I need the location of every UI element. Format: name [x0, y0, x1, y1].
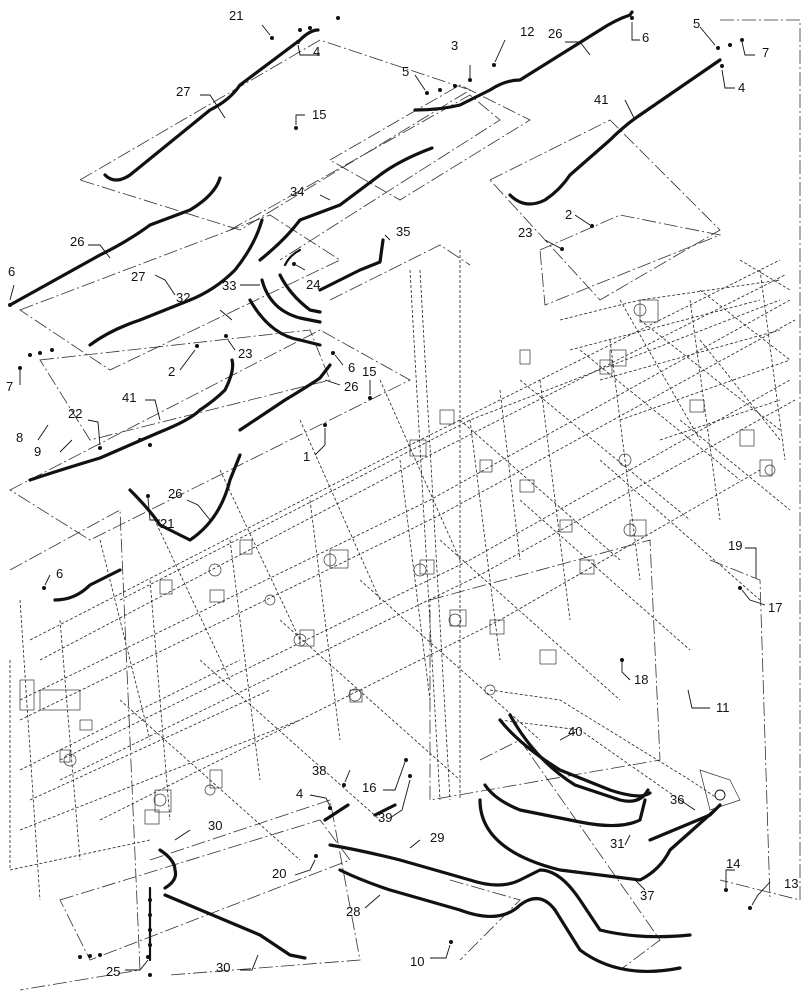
- callout-label: 34: [290, 184, 304, 199]
- callout-label: 39: [378, 810, 392, 825]
- callout-label: 7: [6, 379, 13, 394]
- callout-label: 41: [122, 390, 136, 405]
- callout-label: 33: [222, 278, 236, 293]
- callout-label: 5: [693, 16, 700, 31]
- callout-label: 14: [726, 856, 740, 871]
- callout-label: 9: [34, 444, 41, 459]
- callout-label: 30: [208, 818, 222, 833]
- callout-label: 23: [518, 225, 532, 240]
- machine-frame: [9, 250, 796, 901]
- group-boundaries: [9, 19, 801, 991]
- callout-label: 2: [565, 207, 572, 222]
- callout-label: 17: [768, 600, 782, 615]
- callout-label: 10: [410, 954, 424, 969]
- callout-label: 5: [402, 64, 409, 79]
- callout-label: 3: [451, 38, 458, 53]
- callout-label: 37: [640, 888, 654, 903]
- callout-label: 26: [70, 234, 84, 249]
- callout-label: 25: [106, 964, 120, 979]
- callout-label: 15: [312, 107, 326, 122]
- callout-label: 23: [238, 346, 252, 361]
- callout-label: 35: [396, 224, 410, 239]
- callout-label: 26: [344, 379, 358, 394]
- callout-label: 19: [728, 538, 742, 553]
- callout-label: 27: [176, 84, 190, 99]
- callout-label: 18: [634, 672, 648, 687]
- callout-label: 32: [176, 290, 190, 305]
- callout-label: 41: [594, 92, 608, 107]
- hose-assemblies: [8, 10, 722, 974]
- callout-label: 6: [642, 30, 649, 45]
- callout-label: 4: [296, 786, 303, 801]
- callout-label: 21: [229, 8, 243, 23]
- leaders: [8, 16, 771, 977]
- callout-label: 1: [303, 449, 310, 464]
- callout-label: 8: [16, 430, 23, 445]
- callout-label: 7: [762, 45, 769, 60]
- callout-label: 13: [784, 876, 798, 891]
- callout-label: 21: [160, 516, 174, 531]
- callout-label: 30: [216, 960, 230, 975]
- callout-label: 15: [362, 364, 376, 379]
- callout-label: 2: [168, 364, 175, 379]
- callout-label: 6: [56, 566, 63, 581]
- callout-label: 24: [306, 277, 320, 292]
- callout-label: 26: [168, 486, 182, 501]
- callout-label: 11: [716, 700, 730, 715]
- callout-label: 22: [68, 406, 82, 421]
- callout-label: 40: [568, 724, 582, 739]
- callout-label: 38: [312, 763, 326, 778]
- callout-label: 27: [131, 269, 145, 284]
- callout-label: 4: [313, 44, 320, 59]
- callout-label: 20: [272, 866, 286, 881]
- callout-label: 6: [348, 360, 355, 375]
- callout-label: 4: [738, 80, 745, 95]
- callout-label: 16: [362, 780, 376, 795]
- callout-label: 31: [610, 836, 624, 851]
- callout-label: 28: [346, 904, 360, 919]
- callout-label: 12: [520, 24, 534, 39]
- callout-label: 36: [670, 792, 684, 807]
- callout-label: 6: [8, 264, 15, 279]
- callout-label: 29: [430, 830, 444, 845]
- callout-label: 26: [548, 26, 562, 41]
